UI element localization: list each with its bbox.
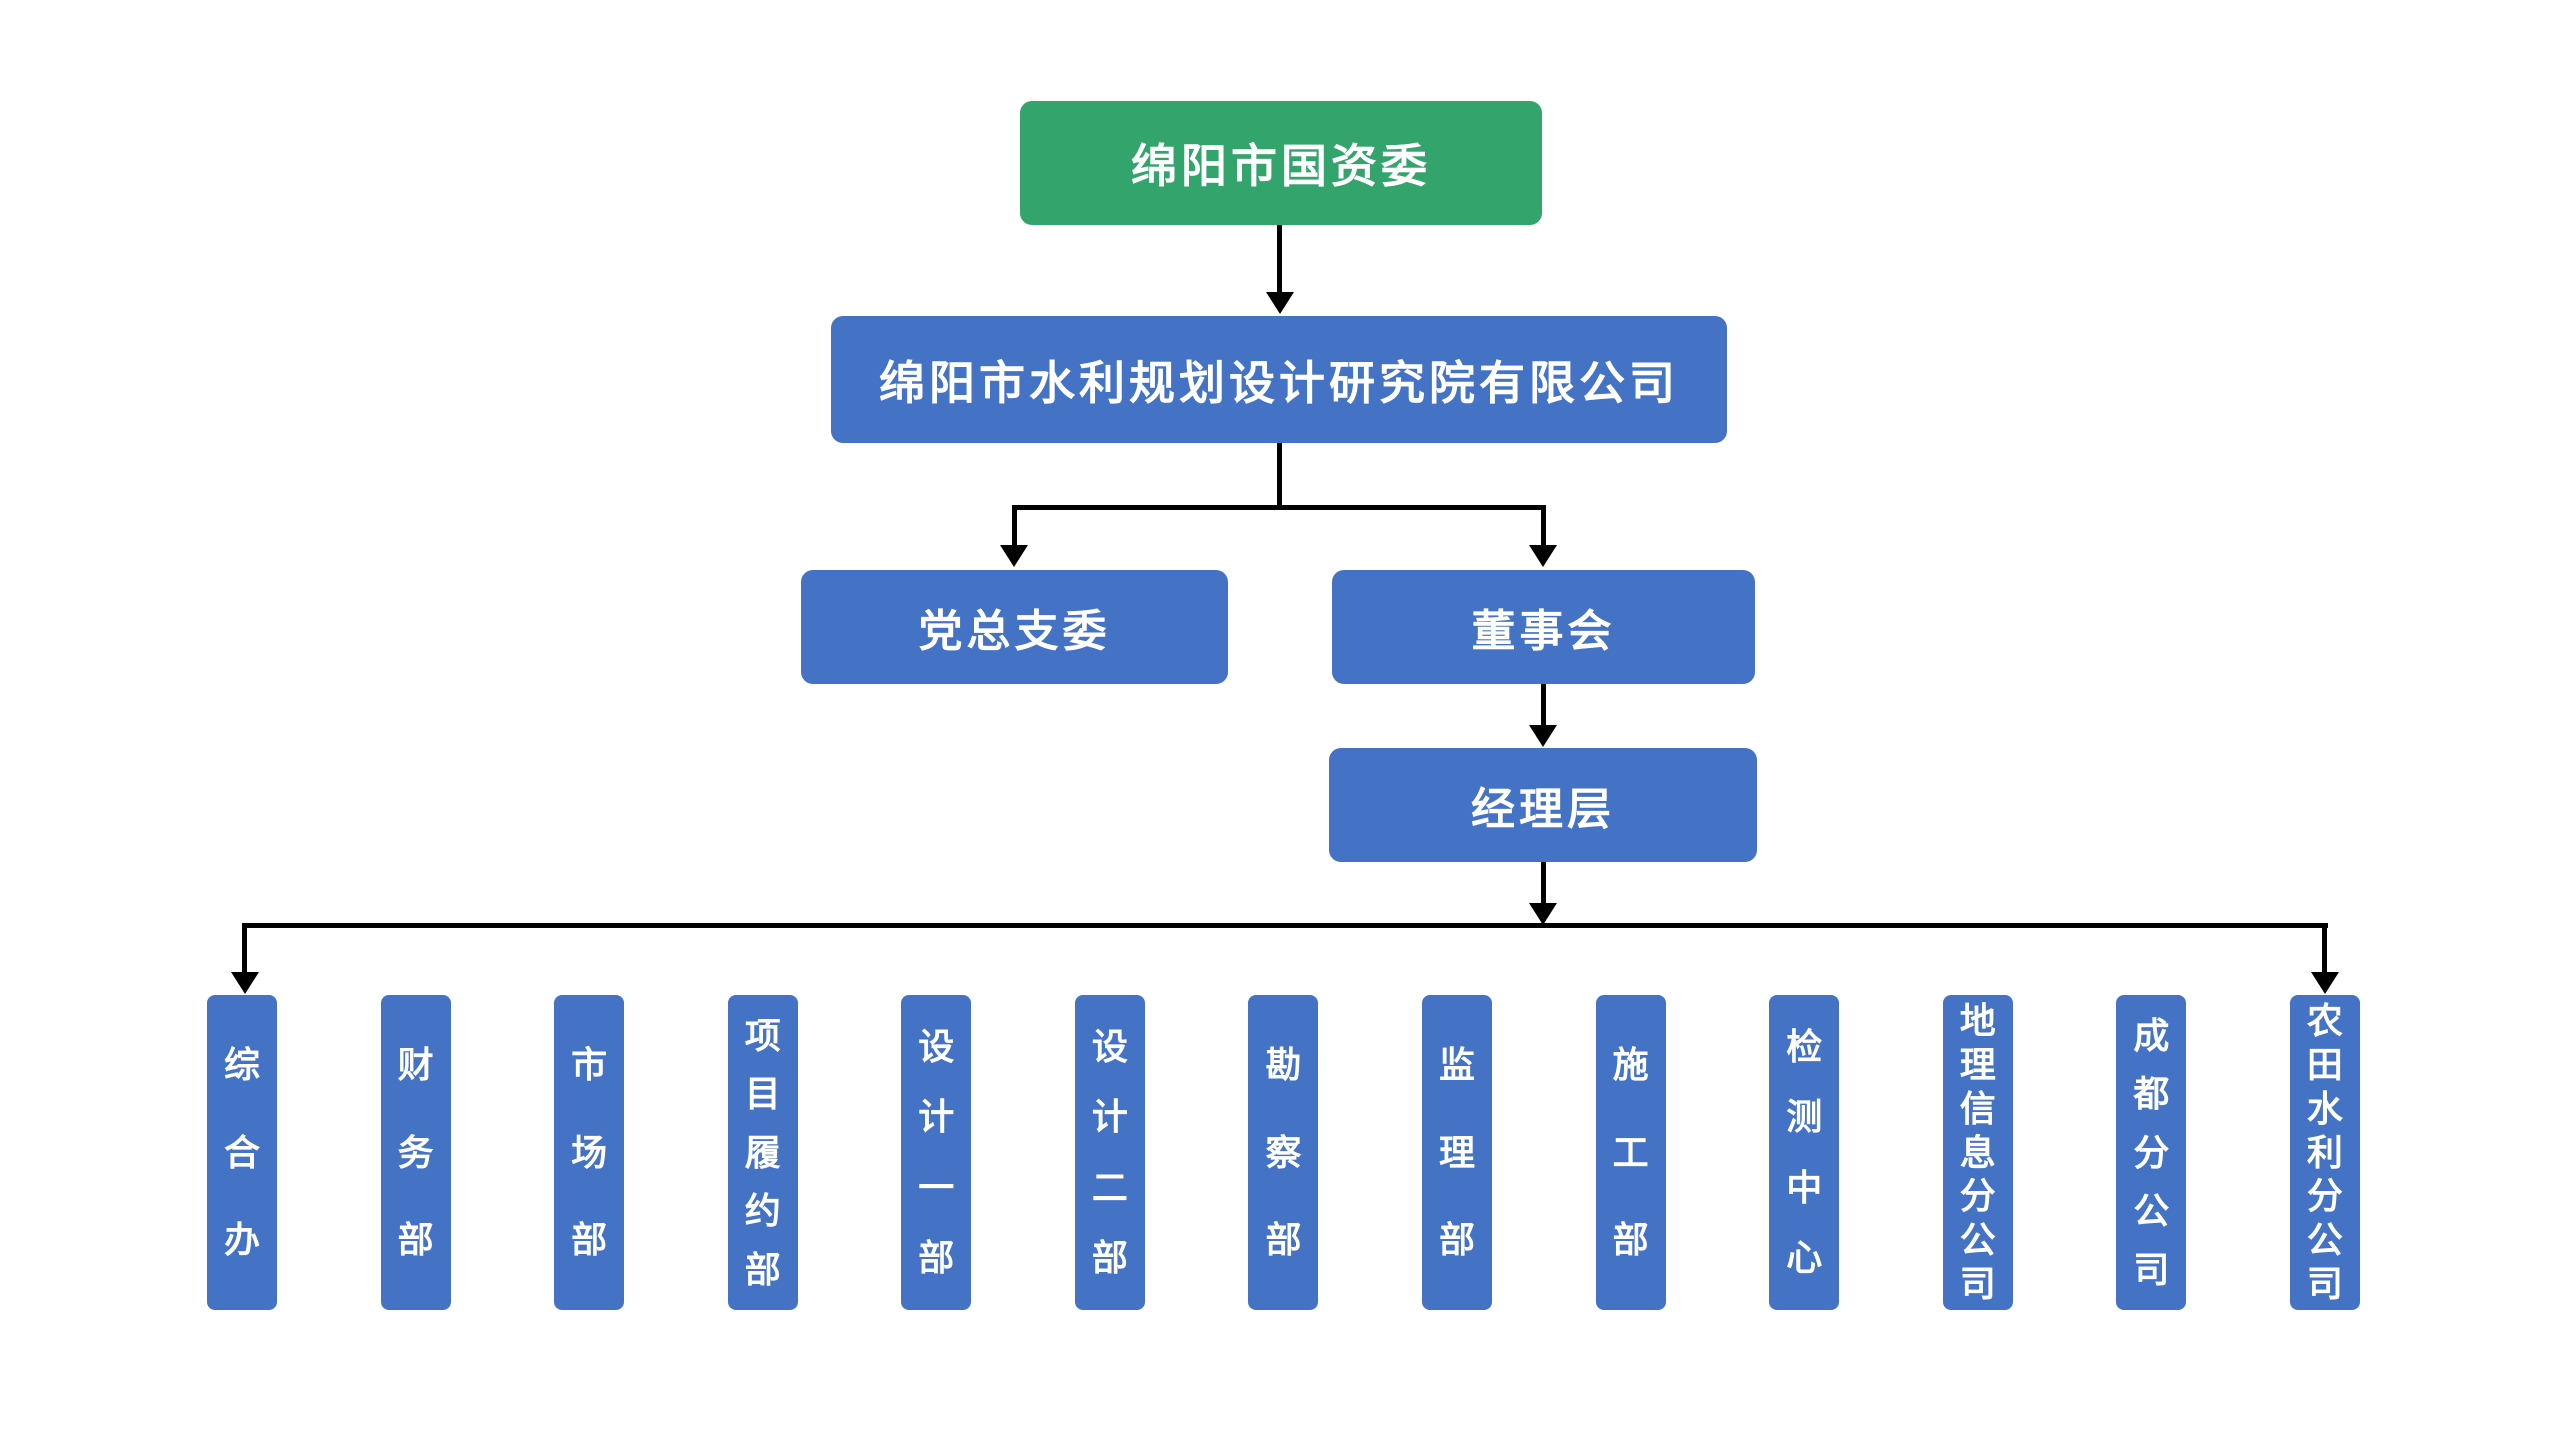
org-box-board-label: 董事会	[1471, 607, 1616, 656]
org-box-board: 董事会	[1332, 570, 1755, 684]
org-box-root: 绵阳市国资委	[1020, 101, 1542, 225]
dept-box-geoinfo-branch-label: 地理信息分公司	[1959, 999, 1996, 1305]
org-box-management-label: 经理层	[1471, 785, 1615, 834]
dept-box-supervision-label: 监理部	[1439, 1043, 1476, 1261]
connector-root-to-company-line	[1277, 225, 1282, 293]
org-box-management: 经理层	[1329, 748, 1757, 862]
connector-management-stem	[1541, 862, 1546, 904]
dept-box-chengdu-branch-label: 成都分公司	[2133, 1014, 2170, 1290]
connector-rail-right-arrowhead	[2311, 972, 2339, 994]
org-box-party-committee: 党总支委	[801, 570, 1228, 684]
connector-company-stem	[1277, 443, 1282, 507]
dept-box-supervision: 监理部	[1422, 995, 1493, 1310]
connector-rail-left-drop	[242, 923, 247, 973]
dept-box-construction-label: 施工部	[1612, 1043, 1649, 1261]
dept-box-design-2-label: 设计二部	[1091, 1026, 1128, 1278]
dept-box-project-performance-label: 项目履约部	[744, 1014, 781, 1290]
dept-box-general-office: 综合办	[207, 995, 277, 1310]
org-box-root-label: 绵阳市国资委	[1131, 140, 1431, 192]
dept-box-testing-center-label: 检测中心	[1786, 1026, 1823, 1278]
dept-box-chengdu-branch: 成都分公司	[2116, 995, 2187, 1310]
dept-box-farmland-water-branch: 农田水利分公司	[2289, 995, 2360, 1310]
connector-board-to-management-arrowhead	[1529, 725, 1557, 747]
connector-split-right-arrowhead	[1529, 545, 1557, 567]
dept-box-construction: 施工部	[1595, 995, 1666, 1310]
dept-box-testing-center: 检测中心	[1769, 995, 1840, 1310]
department-row: 综合办 财务部 市场部 项目履约部 设计一部 设计二部 勘察部 监理部 施工部 …	[207, 995, 2360, 1310]
org-box-party-committee-label: 党总支委	[918, 607, 1111, 656]
dept-box-finance: 财务部	[380, 995, 451, 1310]
dept-box-general-office-label: 综合办	[223, 1043, 260, 1261]
connector-split-right-drop	[1541, 505, 1546, 546]
connector-company-split-rail	[1012, 505, 1546, 510]
dept-box-design-1: 设计一部	[901, 995, 972, 1310]
connector-management-arrowhead	[1529, 903, 1557, 925]
connector-department-rail	[242, 923, 2328, 928]
dept-box-project-performance: 项目履约部	[727, 995, 798, 1310]
dept-box-geoinfo-branch: 地理信息分公司	[1942, 995, 2013, 1310]
dept-box-market: 市场部	[554, 995, 625, 1310]
dept-box-survey-label: 勘察部	[1265, 1043, 1302, 1261]
dept-box-market-label: 市场部	[571, 1043, 608, 1261]
connector-split-left-arrowhead	[1000, 545, 1028, 567]
dept-box-design-2: 设计二部	[1074, 995, 1145, 1310]
connector-board-to-management-line	[1541, 684, 1546, 726]
org-box-company: 绵阳市水利规划设计研究院有限公司	[831, 316, 1727, 443]
org-box-company-label: 绵阳市水利规划设计研究院有限公司	[879, 356, 1679, 409]
connector-rail-left-arrowhead	[231, 972, 259, 994]
connector-rail-right-drop	[2322, 923, 2327, 973]
dept-box-farmland-water-branch-label: 农田水利分公司	[2306, 999, 2343, 1305]
dept-box-finance-label: 财务部	[397, 1043, 434, 1261]
dept-box-survey: 勘察部	[1248, 995, 1319, 1310]
dept-box-design-1-label: 设计一部	[918, 1026, 955, 1278]
connector-split-left-drop	[1012, 505, 1017, 546]
connector-root-to-company-arrowhead	[1266, 292, 1294, 314]
